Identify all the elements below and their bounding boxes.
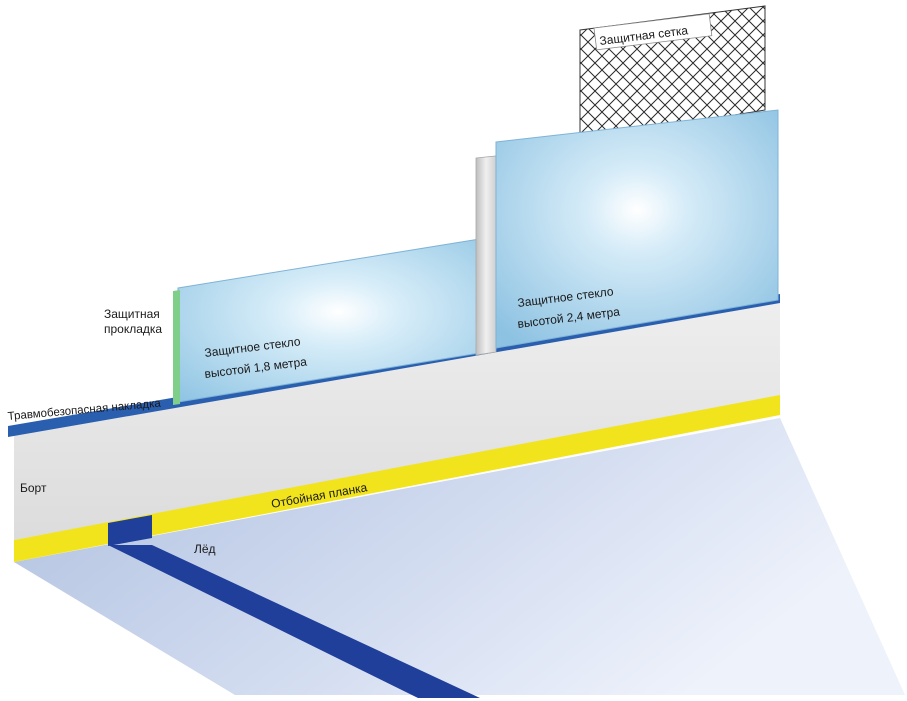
board-label: Борт (20, 481, 47, 495)
ice-surface (14, 418, 905, 695)
ice-blue-line (108, 545, 480, 698)
ice-label: Лёд (194, 542, 216, 556)
pad-label-line2: прокладка (104, 322, 162, 336)
kick-plate (14, 395, 780, 562)
glass-panel-high (495, 109, 779, 349)
glass-post (475, 155, 497, 356)
pad-label-line1: Защитная (104, 307, 160, 321)
board-face (14, 302, 780, 540)
kick-plate-blue-segment (108, 515, 152, 546)
protective-pad (173, 290, 180, 405)
net-label-box (593, 13, 713, 51)
